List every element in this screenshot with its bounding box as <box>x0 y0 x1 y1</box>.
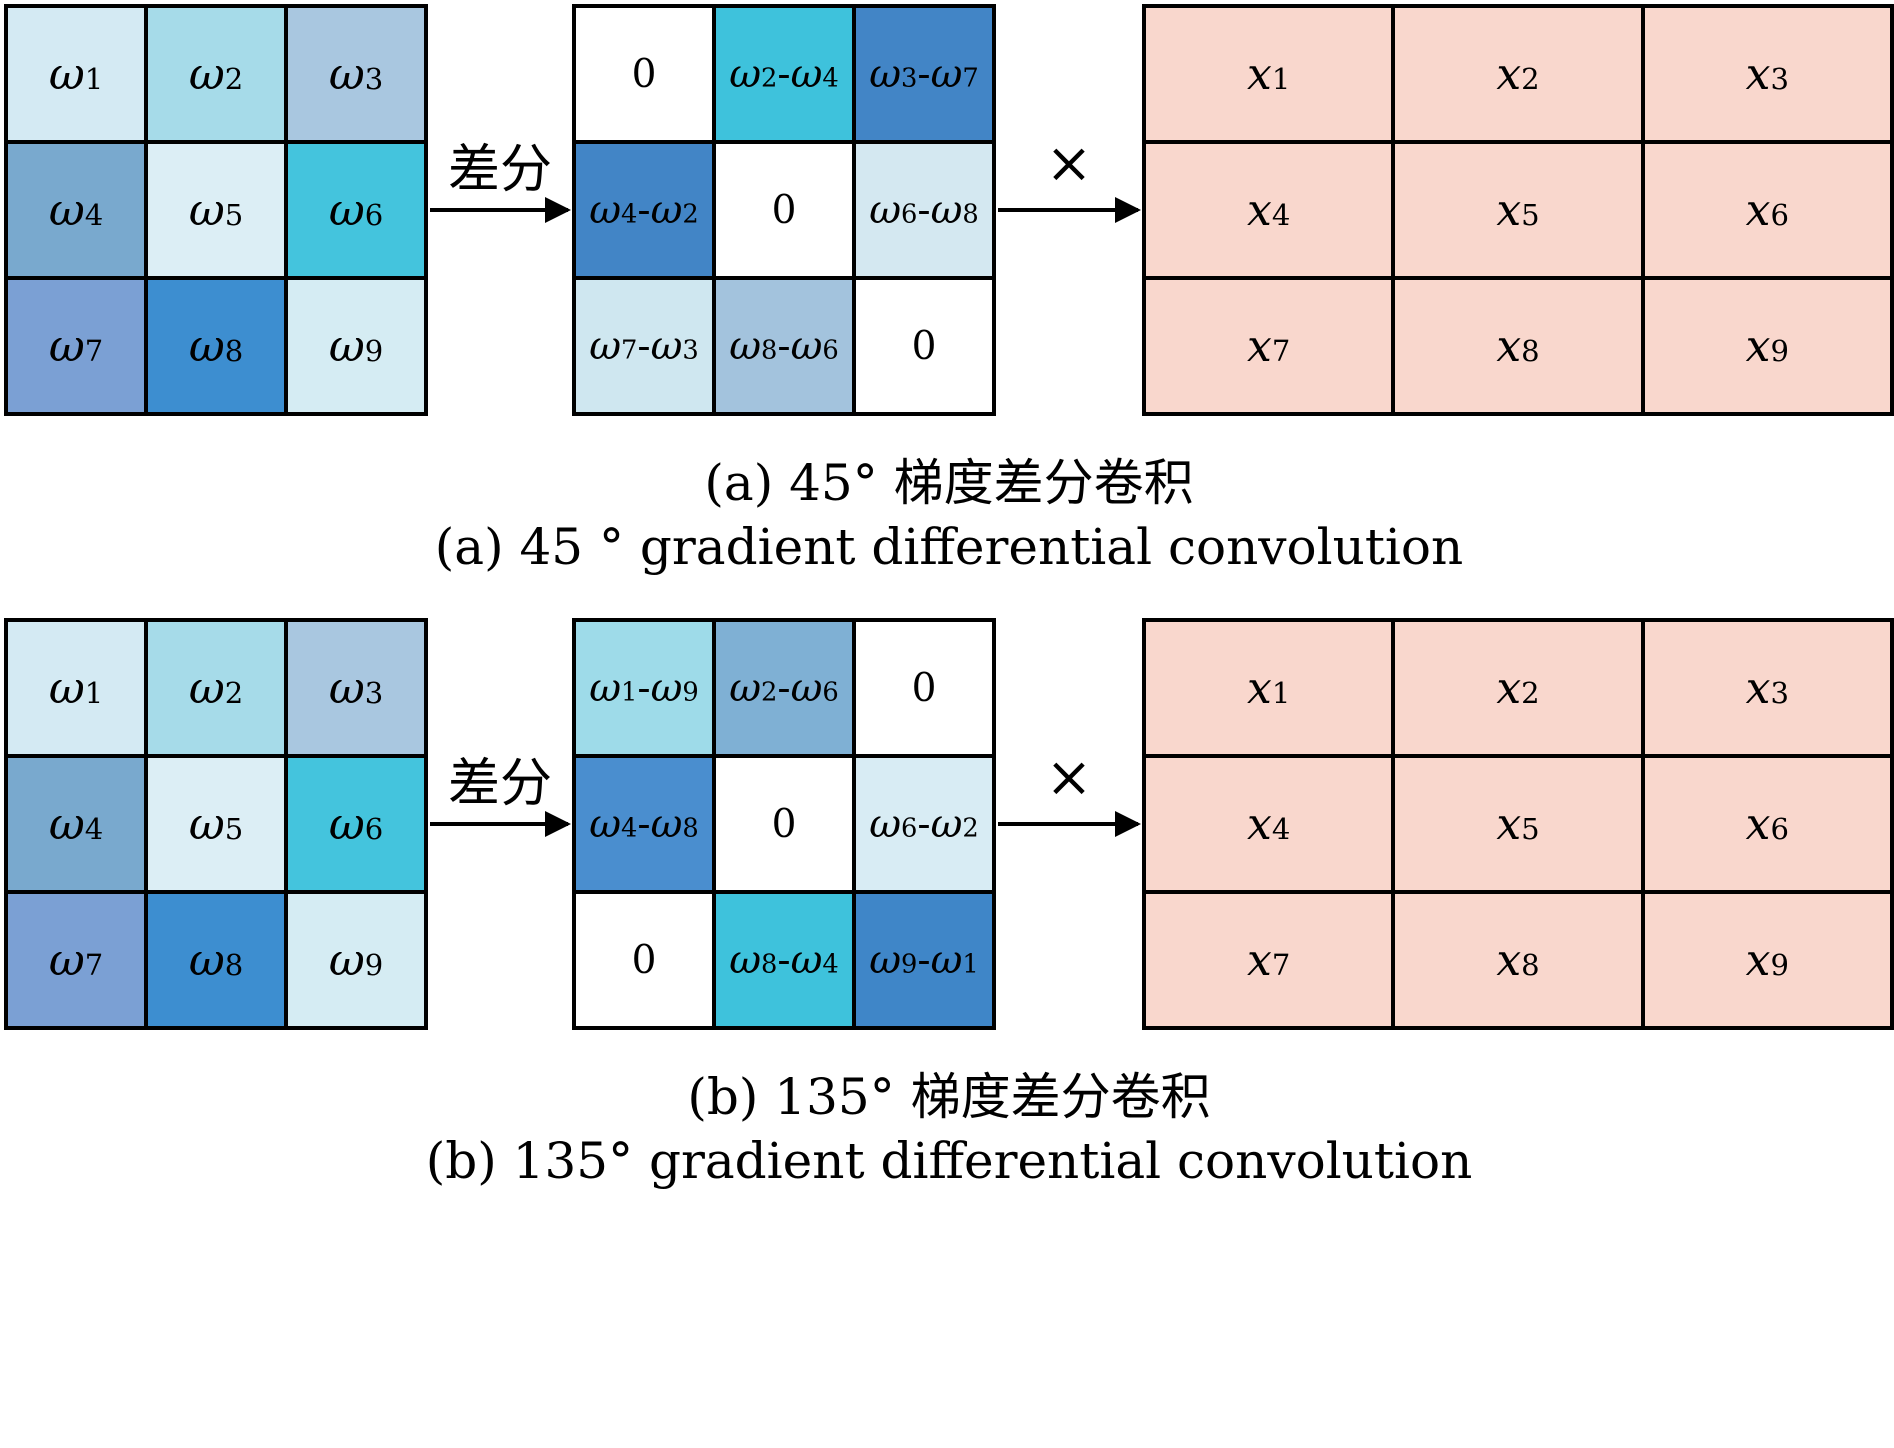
grid-cell: 0 <box>574 892 714 1028</box>
caption-b-en: (b) 135° gradient differential convoluti… <box>425 1132 1473 1190</box>
diff-label: 差分 <box>447 140 552 200</box>
times-label: × <box>1045 131 1093 196</box>
diff-connector-b: 差分 <box>428 618 572 1030</box>
diff-connector-a: 差分 <box>428 4 572 416</box>
right-arrow-icon <box>998 197 1141 223</box>
right-arrow-icon <box>430 811 571 837</box>
caption-a-en: (a) 45 ° gradient differential convoluti… <box>434 518 1464 576</box>
grid-cell: 0 <box>714 756 854 892</box>
grid-cell: 0 <box>714 142 854 278</box>
times-connector-a: × <box>996 4 1142 416</box>
caption-b-zh: (b) 135° 梯度差分卷积 <box>687 1068 1211 1126</box>
diff-label: 差分 <box>447 754 552 814</box>
right-arrow-icon <box>430 197 571 223</box>
caption-a-zh: (a) 45° 梯度差分卷积 <box>704 454 1194 512</box>
grid-cell: 0 <box>854 620 994 756</box>
times-connector-b: × <box>996 618 1142 1030</box>
grid-cell: 0 <box>574 6 714 142</box>
right-arrow-icon <box>998 811 1141 837</box>
times-label: × <box>1045 745 1093 810</box>
grid-cell: 0 <box>854 278 994 414</box>
